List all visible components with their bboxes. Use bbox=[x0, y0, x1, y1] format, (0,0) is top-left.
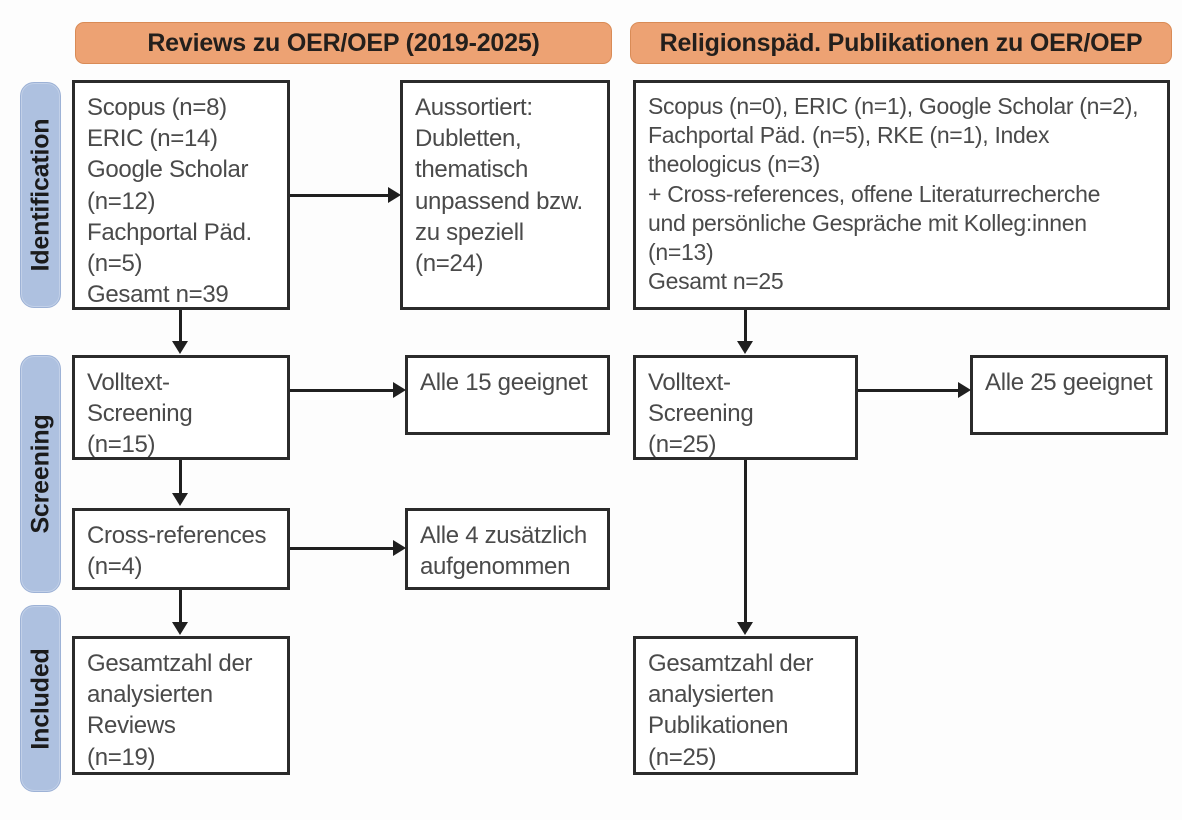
arrowhead-left-screening-to-result bbox=[393, 382, 406, 398]
stage-label-included: Included bbox=[26, 647, 54, 750]
connector-left-crossrefs-to-included bbox=[179, 590, 182, 623]
arrowhead-right-sources-to-screening bbox=[737, 341, 753, 354]
box-left-excluded: Aussortiert: Dubletten, thematisch unpas… bbox=[400, 80, 610, 310]
box-right-identification-sources: Scopus (n=0), ERIC (n=1), Google Scholar… bbox=[633, 80, 1170, 310]
connector-left-sources-to-screening bbox=[179, 310, 182, 343]
stage-bar-screening: Screening bbox=[20, 355, 61, 593]
arrowhead-left-crossrefs-to-included bbox=[172, 622, 188, 635]
stage-label-identification: Identification bbox=[26, 118, 54, 272]
connector-left-sources-to-excluded bbox=[290, 194, 389, 197]
box-right-fulltext-result: Alle 25 geeignet bbox=[970, 355, 1168, 435]
box-left-fulltext-result: Alle 15 geeignet bbox=[405, 355, 610, 435]
box-right-fulltext-screening-text: Volltext- Screening (n=25) bbox=[648, 369, 754, 459]
arrowhead-left-crossrefs-to-result bbox=[393, 540, 406, 556]
stage-label-screening: Screening bbox=[26, 414, 54, 534]
box-left-cross-references: Cross-references (n=4) bbox=[72, 508, 290, 590]
box-left-included-total: Gesamtzahl der analysierten Reviews (n=1… bbox=[72, 636, 290, 775]
stage-bar-included: Included bbox=[20, 605, 61, 792]
connector-left-screening-to-crossrefs bbox=[179, 460, 182, 494]
box-right-included-total: Gesamtzahl der analysierten Publikatione… bbox=[633, 636, 858, 775]
box-left-cross-references-result-text: Alle 4 zusätzlich aufgenommen bbox=[420, 522, 587, 581]
box-left-fulltext-screening-text: Volltext- Screening (n=15) bbox=[87, 369, 193, 459]
box-left-identification-sources-text: Scopus (n=8) ERIC (n=14) Google Scholar … bbox=[87, 94, 252, 309]
column-header-reviews: Reviews zu OER/OEP (2019-2025) bbox=[75, 22, 612, 64]
box-left-cross-references-text: Cross-references (n=4) bbox=[87, 522, 267, 581]
box-right-included-total-text: Gesamtzahl der analysierten Publikatione… bbox=[648, 650, 814, 771]
box-right-identification-sources-text: Scopus (n=0), ERIC (n=1), Google Scholar… bbox=[648, 93, 1139, 295]
box-right-fulltext-screening: Volltext- Screening (n=25) bbox=[633, 355, 858, 460]
connector-left-crossrefs-to-result bbox=[290, 547, 394, 550]
box-right-fulltext-result-text: Alle 25 geeignet bbox=[985, 369, 1153, 396]
arrowhead-right-screening-to-included bbox=[737, 622, 753, 635]
connector-right-screening-to-result bbox=[858, 389, 959, 392]
box-left-cross-references-result: Alle 4 zusätzlich aufgenommen bbox=[405, 508, 610, 590]
arrowhead-left-sources-to-screening bbox=[172, 341, 188, 354]
box-left-fulltext-result-text: Alle 15 geeignet bbox=[420, 369, 588, 396]
column-header-reviews-label: Reviews zu OER/OEP (2019-2025) bbox=[147, 28, 540, 57]
connector-right-sources-to-screening bbox=[744, 310, 747, 343]
connector-right-screening-to-included bbox=[744, 460, 747, 623]
column-header-religionspaed-label: Religionspäd. Publikationen zu OER/OEP bbox=[659, 28, 1143, 57]
box-left-included-total-text: Gesamtzahl der analysierten Reviews (n=1… bbox=[87, 650, 253, 771]
stage-bar-identification: Identification bbox=[20, 82, 61, 308]
column-header-religionspaed: Religionspäd. Publikationen zu OER/OEP bbox=[630, 22, 1172, 64]
connector-left-screening-to-result bbox=[290, 389, 394, 392]
arrowhead-left-screening-to-crossrefs bbox=[172, 493, 188, 506]
arrowhead-right-screening-to-result bbox=[958, 382, 971, 398]
box-left-excluded-text: Aussortiert: Dubletten, thematisch unpas… bbox=[415, 94, 583, 277]
box-left-identification-sources: Scopus (n=8) ERIC (n=14) Google Scholar … bbox=[72, 80, 290, 310]
box-left-fulltext-screening: Volltext- Screening (n=15) bbox=[72, 355, 290, 460]
arrowhead-left-sources-to-excluded bbox=[388, 187, 401, 203]
